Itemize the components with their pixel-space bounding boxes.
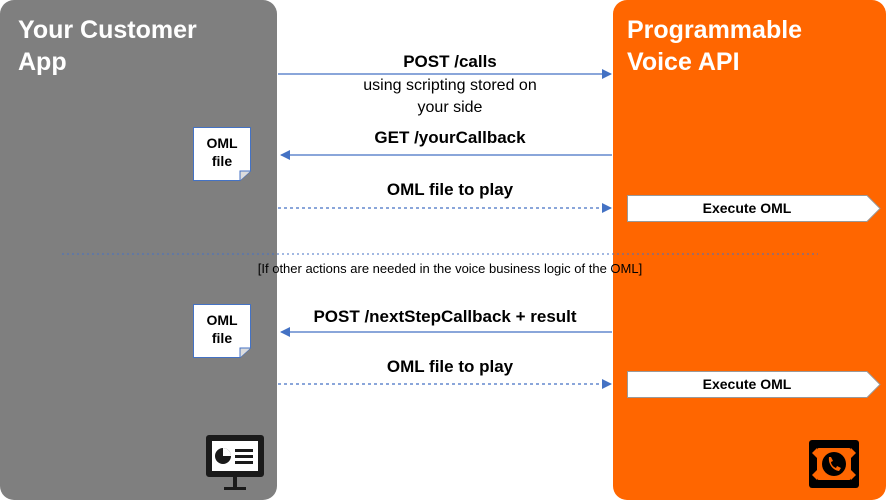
oml-file-document: OML file bbox=[193, 304, 251, 358]
execute-oml-label: Execute OML bbox=[702, 376, 792, 392]
get-callback-label: GET /yourCallback bbox=[374, 128, 526, 147]
execute-oml-label: Execute OML bbox=[702, 200, 792, 216]
next-step-callback-label: POST /nextStepCallback + result bbox=[313, 307, 577, 326]
customer-app-title: Your Customer App bbox=[18, 16, 197, 76]
voice-api-panel bbox=[613, 0, 886, 500]
post-calls-sublabel: using scripting stored on your side bbox=[363, 77, 537, 116]
document-icon bbox=[193, 127, 251, 181]
document-label: OML file bbox=[206, 135, 238, 169]
execute-oml-box: Execute OML bbox=[627, 371, 881, 398]
execute-oml-box: Execute OML bbox=[627, 195, 881, 222]
post-calls-label: POST /calls bbox=[403, 52, 497, 71]
oml-file-label-2: OML file to play bbox=[386, 357, 514, 376]
voice-api-title: Programmable Voice API bbox=[627, 16, 803, 76]
document-icon bbox=[193, 304, 251, 358]
oml-file-document: OML file bbox=[193, 127, 251, 181]
customer-app-panel bbox=[0, 0, 277, 500]
separator-note: [If other actions are needed in the voic… bbox=[257, 261, 643, 276]
phone-call-icon bbox=[809, 440, 859, 488]
presentation-board-icon bbox=[206, 435, 264, 490]
document-label: OML file bbox=[206, 312, 238, 346]
oml-file-label-1: OML file to play bbox=[386, 180, 514, 199]
